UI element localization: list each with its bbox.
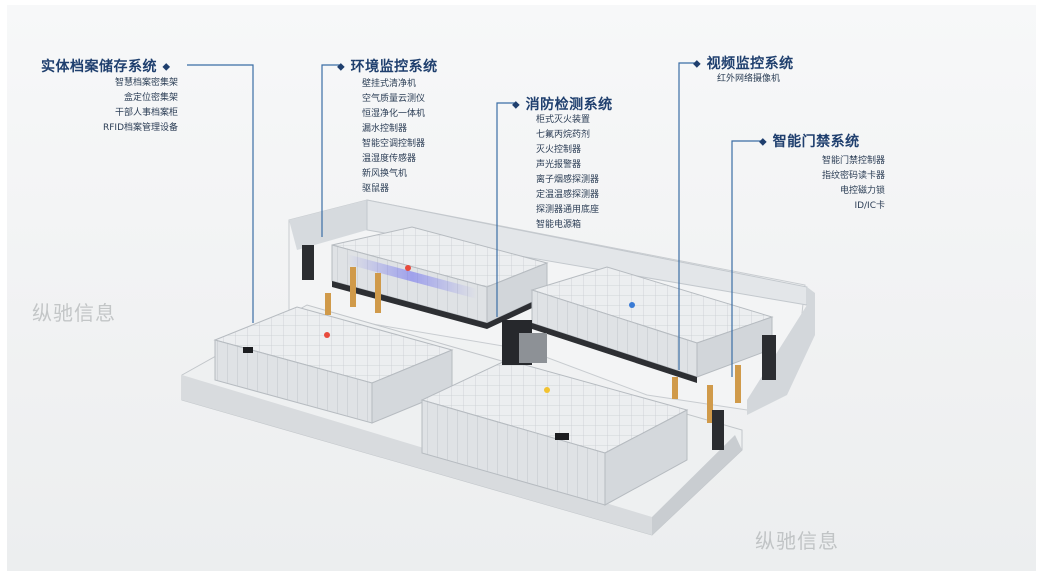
leader-storage [187,64,254,323]
list-item: 电控磁力锁 [839,186,885,196]
leader-access [731,140,765,377]
watermark: 纵驰信息 [755,529,839,553]
system-items-video: 红外网络摄像机 [717,72,780,87]
bullet-dot-icon: ◆ [512,99,521,111]
leader-lines [187,62,765,377]
list-item: 恒湿净化一体机 [362,109,426,119]
system-items-access: 智能门禁控制器 指纹密码读卡器 电控磁力锁 ID/IC卡 [822,154,885,214]
list-item: 壁挂式清净机 [362,79,417,89]
leader-fire [496,102,517,317]
list-item: 柜式灭火装置 [536,115,591,125]
list-item: 声光报警器 [536,160,582,170]
list-item: 空气质量云测仪 [362,94,426,104]
system-title-environment: ◆ 环境监控系统 [337,59,438,75]
system-items-fire: 柜式灭火装置 七氟丙烷药剂 灭火控制器 声光报警器 离子烟感探测器 定温温感探测… [536,113,599,233]
list-item: 盒定位密集架 [123,93,178,103]
list-item: 智能电源箱 [536,220,582,230]
bullet-dot-icon: ◆ [693,58,702,70]
list-item: 指纹密码读卡器 [821,171,885,181]
system-title-fire: ◆ 消防检测系统 [512,97,613,113]
system-title-access: ◆ 智能门禁系统 [759,134,860,150]
diagram-canvas: 实体档案储存系统 ◆ 智慧档案密集架 盒定位密集架 干部人事档案柜 RFID档案… [7,5,1036,571]
list-item: 七氟丙烷药剂 [536,130,591,140]
system-title-storage: 实体档案储存系统 ◆ [41,59,171,75]
list-item: 新风换气机 [362,169,408,179]
watermark: 纵驰信息 [32,301,116,325]
leader-video [678,62,697,370]
list-item: 离子烟感探测器 [536,175,600,185]
list-item: 红外网络摄像机 [717,74,781,84]
cabinet-block-back-left [331,226,549,329]
list-item: ID/IC卡 [854,201,885,211]
list-item: 干部人事档案柜 [114,108,178,118]
list-item: 定温温感探测器 [536,190,600,200]
system-items-environment: 壁挂式清净机 空气质量云测仪 恒湿净化一体机 漏水控制器 智能空调控制器 温湿度… [362,77,425,197]
cabinet-block-back-right [530,266,774,383]
list-item: 温湿度传感器 [362,154,417,164]
cabinet-block-front-left [213,306,454,424]
archive-room-illustration [181,62,815,536]
system-title-video: ◆ 视频监控系统 [693,56,794,72]
list-item: 智慧档案密集架 [114,78,178,88]
bullet-dot-icon: ◆ [162,61,171,73]
bullet-dot-icon: ◆ [337,61,346,73]
system-items-storage: 智慧档案密集架 盒定位密集架 干部人事档案柜 RFID档案管理设备 [103,76,178,136]
list-item: 智能空调控制器 [362,139,426,149]
list-item: RFID档案管理设备 [102,123,178,133]
list-item: 智能门禁控制器 [821,156,885,166]
bullet-dot-icon: ◆ [759,136,768,148]
list-item: 探测器通用底座 [536,205,600,215]
cabinet-block-front-right [420,359,689,506]
list-item: 漏水控制器 [362,124,408,134]
list-item: 灭火控制器 [536,145,582,155]
leader-environment [321,64,342,237]
device-markers [302,245,776,450]
list-item: 驱鼠器 [362,184,390,194]
